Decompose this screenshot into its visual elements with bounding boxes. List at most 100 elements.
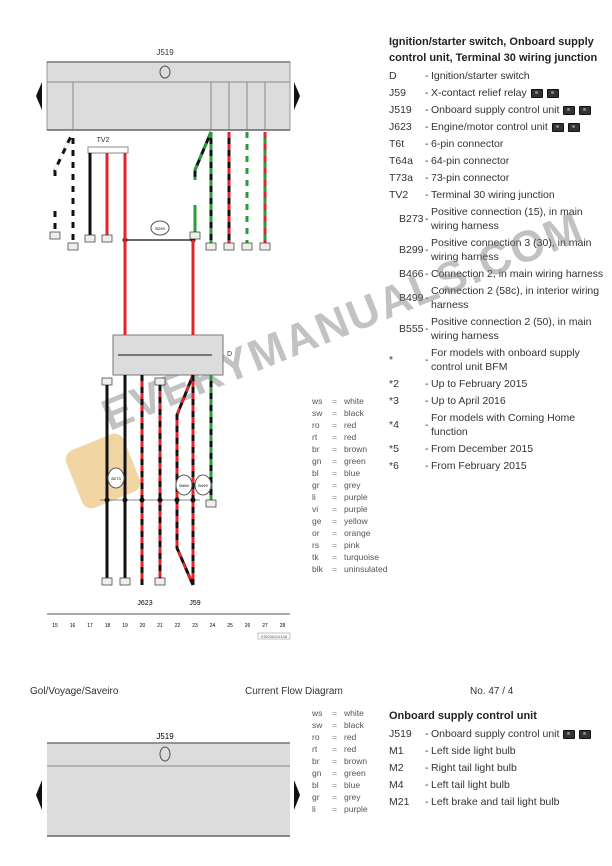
track-number: 26 xyxy=(245,623,251,629)
legend-item: M1-Left side light bulb xyxy=(389,744,604,758)
color-name: purple xyxy=(344,492,368,502)
legend-desc: 64-pin connector xyxy=(431,155,510,167)
color-key-item: rt=red xyxy=(312,431,387,443)
color-name: red xyxy=(344,420,357,430)
legend-desc: For models with onboard supply control u… xyxy=(431,347,580,373)
color-key-item: br=brown xyxy=(312,443,387,455)
separator: - xyxy=(425,189,429,201)
location-photo-icon[interactable] xyxy=(579,105,592,115)
color-name: uninsulated xyxy=(344,564,388,574)
legend-desc: Positive connection 3 (30), in main wiri… xyxy=(431,237,592,263)
track-number: 25 xyxy=(227,623,233,629)
legend-code: J519 xyxy=(389,104,412,116)
color-code: or xyxy=(312,528,320,538)
location-photo-icon[interactable] xyxy=(551,122,564,132)
color-code: ge xyxy=(312,516,322,526)
color-key-item: blk=uninsulated xyxy=(312,563,387,575)
legend-item: B273-Positive connection (15), in main w… xyxy=(389,205,604,233)
legend-item: M2-Right tail light bulb xyxy=(389,761,604,775)
location-photo-icon[interactable] xyxy=(579,729,592,739)
color-code: ro xyxy=(312,420,320,430)
j519-label: J519 xyxy=(156,48,174,57)
color-name: white xyxy=(344,708,364,718)
connector-ref xyxy=(189,231,201,240)
color-key-item: vi=purple xyxy=(312,503,387,515)
legend-code: B555 xyxy=(399,323,424,335)
legend-item: J519-Onboard supply control unit xyxy=(389,727,604,741)
legend-desc: From February 2015 xyxy=(431,460,527,472)
equals: = xyxy=(332,444,337,454)
location-photo-icon[interactable] xyxy=(563,105,576,115)
location-photo-icon[interactable] xyxy=(530,88,543,98)
color-code: ws xyxy=(312,396,323,406)
legend-item: TV2 -Terminal 30 wiring junction xyxy=(389,188,604,202)
color-name: white xyxy=(344,396,364,406)
legend-code: *5 xyxy=(389,443,399,455)
track-number: 24 xyxy=(210,623,216,629)
j59-label: J59 xyxy=(189,600,200,607)
location-photo-icon[interactable] xyxy=(546,88,559,98)
legend-code: B466 xyxy=(399,268,424,280)
connector-ref xyxy=(205,242,217,251)
color-code: gn xyxy=(312,768,322,778)
track-number: 16 xyxy=(70,623,76,629)
equals: = xyxy=(332,768,337,778)
color-key-item: li=purple xyxy=(312,491,387,503)
color-key-item: ro=red xyxy=(312,419,387,431)
equals: = xyxy=(332,804,337,814)
equals: = xyxy=(332,516,337,526)
color-code: rs xyxy=(312,540,320,550)
separator: - xyxy=(425,745,429,757)
connector-ref xyxy=(154,577,166,586)
legend-code: B499 xyxy=(399,292,424,304)
separator: - xyxy=(425,268,429,280)
legend-item: M21-Left brake and tail light bulb xyxy=(389,795,604,809)
legend-code: * xyxy=(389,354,394,366)
switch-d-label: D xyxy=(227,351,232,358)
legend-desc: Left brake and tail light bulb xyxy=(431,796,560,808)
color-code: sw xyxy=(312,408,323,418)
scroll-right-arrow-icon[interactable] xyxy=(294,82,300,110)
color-code: gr xyxy=(312,480,320,490)
equals: = xyxy=(332,396,337,406)
scroll-left-arrow-icon[interactable] xyxy=(36,780,42,810)
color-key-item: gr=grey xyxy=(312,479,387,491)
legend-desc: Up to February 2015 xyxy=(431,378,528,390)
color-name: green xyxy=(344,768,366,778)
equals: = xyxy=(332,564,337,574)
track-number: 22 xyxy=(175,623,181,629)
color-name: grey xyxy=(344,480,361,490)
legend-code: J59 xyxy=(389,87,406,99)
scroll-right-arrow-icon[interactable] xyxy=(294,780,300,810)
legend-item: T6t-6-pin connector xyxy=(389,137,604,151)
equals: = xyxy=(332,504,337,514)
location-photo-icon[interactable] xyxy=(567,122,580,132)
legend-desc: Positive connection 2 (50), in main wiri… xyxy=(431,316,592,342)
equals: = xyxy=(332,456,337,466)
legend-item: M4-Left tail light bulb xyxy=(389,778,604,792)
equals: = xyxy=(332,468,337,478)
equals: = xyxy=(332,756,337,766)
legend-desc: From December 2015 xyxy=(431,443,534,455)
legend-code: TV2 xyxy=(389,189,409,201)
legend-desc: Ignition/starter switch xyxy=(431,70,530,82)
color-name: green xyxy=(344,456,366,466)
separator: - xyxy=(425,104,429,116)
track-number: 20 xyxy=(140,623,146,629)
legend-desc: Left tail light bulb xyxy=(431,779,510,791)
footer-model: Gol/Voyage/Saveiro xyxy=(30,686,119,697)
location-photo-icon[interactable] xyxy=(563,729,576,739)
legend-desc: Terminal 30 wiring junction xyxy=(431,189,555,201)
connector-ref xyxy=(154,377,166,386)
legend-item: J623-Engine/motor control unit xyxy=(389,120,604,134)
separator: - xyxy=(425,419,429,431)
track-number: 15 xyxy=(52,623,58,629)
legend-desc: Onboard supply control unit xyxy=(431,104,560,116)
color-key-item: bl=blue xyxy=(312,467,387,479)
separator: - xyxy=(425,213,429,225)
scroll-left-arrow-icon[interactable] xyxy=(36,82,42,110)
color-name: black xyxy=(344,720,364,730)
connector-ref xyxy=(205,499,217,508)
legend-item: D-Ignition/starter switch xyxy=(389,69,604,83)
equals: = xyxy=(332,744,337,754)
